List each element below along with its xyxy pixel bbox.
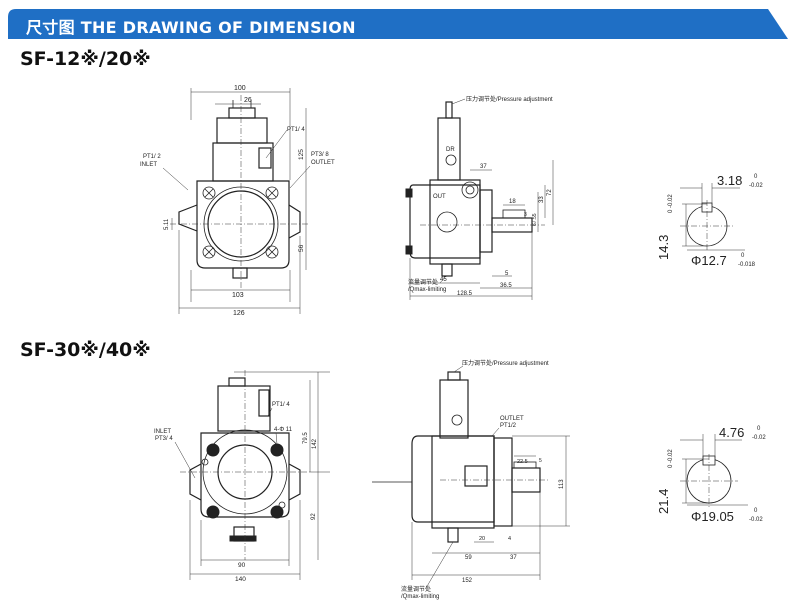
dim-100: 100 xyxy=(234,85,246,92)
label-outlet: OUTLET xyxy=(311,160,335,166)
dim-56: 56 xyxy=(298,244,305,252)
shaft-dia-tol-upper-sf30: 0 xyxy=(754,508,758,514)
label-pt38: PT3/ 8 xyxy=(311,152,329,158)
section-header: 尺寸图 THE DRAWING OF DIMENSION xyxy=(8,9,788,39)
dim-5-sf30: 5 xyxy=(539,458,542,464)
label-inlet: INLET xyxy=(140,162,157,168)
shaft-diameter-sf30: Φ19.05 xyxy=(691,509,734,524)
header-background xyxy=(8,9,788,39)
shaft-diameter: Φ12.7 xyxy=(691,253,727,268)
label-holes: 4-Φ 11 xyxy=(274,427,293,433)
label-pressure-adjustment-sf30: 压力调节处/Pressure adjustment xyxy=(462,359,549,367)
shaft-dia-tol-lower-sf30: -0.02 xyxy=(749,517,763,523)
dim-37-sf30: 37 xyxy=(510,555,517,561)
dim-5-11: 5.11 xyxy=(164,218,170,230)
dim-3: 3 xyxy=(524,212,527,218)
shaft-key-tol-upper: 0 xyxy=(754,174,758,180)
dim-152: 152 xyxy=(462,578,473,584)
label-qmax-cn-sf30: 流量调节处 xyxy=(401,585,431,593)
sf12-side-view: 压力调节处/Pressure adjustment DR OUT 37 33 7… xyxy=(405,95,554,300)
dim-140: 140 xyxy=(235,576,246,583)
dim-33: 33 xyxy=(539,196,545,203)
model-title-sf12: SF-12※/20※ xyxy=(20,48,151,70)
label-pt12-sf30: PT1/2 xyxy=(500,423,517,429)
shaft-key-tol-upper-sf30: 0 xyxy=(757,426,761,432)
shaft-height-tol-sf30: 0 -0.02 xyxy=(668,449,674,468)
dim-36-5: 36.5 xyxy=(500,283,512,289)
dim-45: 45 xyxy=(440,277,447,283)
dim-128-5: 128.5 xyxy=(457,291,473,297)
shaft-height-sf30: 21.4 xyxy=(656,489,671,514)
sf30-side-view: 压力调节处/Pressure adjustment OUTLET PT1/2 2… xyxy=(372,359,570,600)
label-qmax-en: /Qmax-limiting xyxy=(408,287,446,293)
sf12-front-view: 100 26 PT1/ 4 PT1/ 2 INLET PT3/ 8 OUTLET… xyxy=(140,85,335,317)
label-pt12: PT1/ 2 xyxy=(143,154,161,160)
dim-20: 20 xyxy=(479,536,485,542)
sf12-shaft-section: 3.18 0 -0.02 14.3 0 -0.02 Φ12.7 0 -0.018 xyxy=(656,173,763,268)
dim-92: 92 xyxy=(311,513,317,520)
sf30-shaft-section: 4.76 0 -0.02 21.4 0 -0.02 Φ19.05 0 -0.02 xyxy=(656,425,766,524)
label-qmax-en-sf30: /Qmax-limiting xyxy=(401,594,439,600)
dim-37: 37 xyxy=(480,164,487,170)
shaft-key-width-sf30: 4.76 xyxy=(719,425,744,440)
label-pressure-adjustment: 压力调节处/Pressure adjustment xyxy=(466,95,553,103)
dim-67-55: 67.55 xyxy=(532,213,538,226)
dim-79-5: 79.5 xyxy=(303,432,309,444)
label-pt14-sf30: PT1/ 4 xyxy=(272,402,290,408)
shaft-dia-tol-upper: 0 xyxy=(741,253,745,259)
dim-26: 26 xyxy=(244,97,252,104)
dim-5: 5 xyxy=(505,271,509,277)
dim-103: 103 xyxy=(232,292,244,299)
header-title: 尺寸图 THE DRAWING OF DIMENSION xyxy=(26,18,356,37)
label-outlet-sf30: OUTLET xyxy=(500,416,524,422)
shaft-height: 14.3 xyxy=(656,235,671,260)
shaft-dia-tol-lower: -0.018 xyxy=(738,262,756,268)
dim-90: 90 xyxy=(238,562,246,569)
dim-125: 125 xyxy=(298,149,305,160)
shaft-key-width: 3.18 xyxy=(717,173,742,188)
shaft-height-tol: 0 -0.02 xyxy=(668,194,674,213)
shaft-key-tol-lower-sf30: -0.02 xyxy=(752,435,766,441)
label-pt14: PT1/ 4 xyxy=(287,127,305,133)
model-title-sf30: SF-30※/40※ xyxy=(20,339,151,361)
label-out: OUT xyxy=(433,194,446,200)
dim-59: 59 xyxy=(465,555,472,561)
dim-72: 72 xyxy=(547,189,553,196)
dim-113: 113 xyxy=(559,479,565,489)
label-inlet-sf30: INLET xyxy=(154,429,171,435)
dim-142: 142 xyxy=(312,438,318,449)
sf30-front-view: 79.5 142 92 PT1/ 4 4-Φ 11 INLET PT3/ 4 9… xyxy=(154,370,330,583)
shaft-key-tol-lower: -0.02 xyxy=(749,183,763,189)
label-dr: DR xyxy=(446,147,455,153)
label-qmax-cn: 流量调节处 xyxy=(408,278,438,286)
dim-4: 4 xyxy=(508,536,511,542)
label-pt34: PT3/ 4 xyxy=(155,436,173,442)
dim-18: 18 xyxy=(509,199,516,205)
dim-126: 126 xyxy=(233,310,245,317)
dim-22-5: 22.5 xyxy=(517,459,528,465)
